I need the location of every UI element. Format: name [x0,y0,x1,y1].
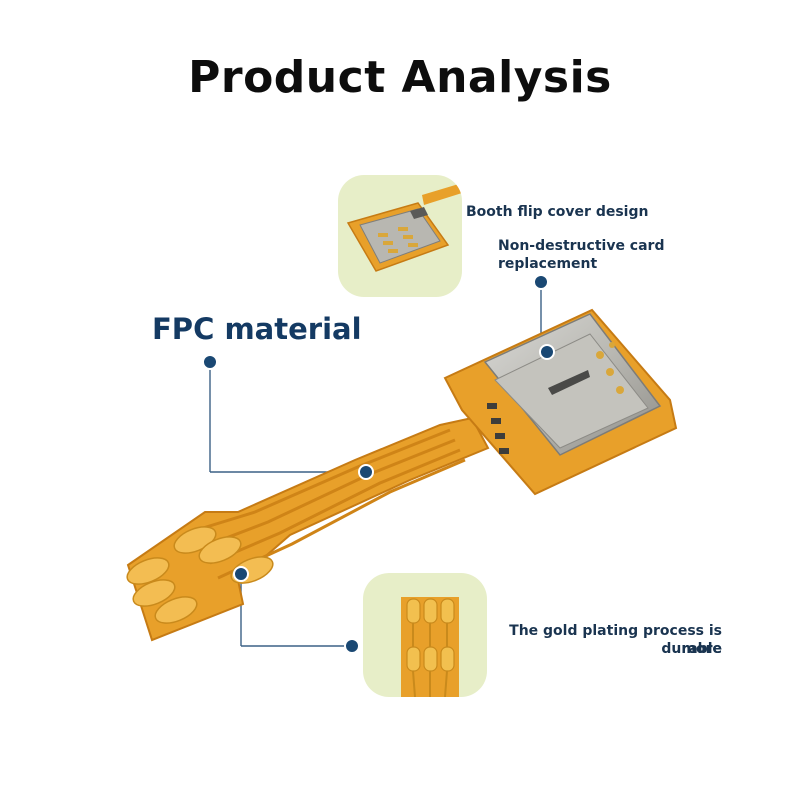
card-holder [443,308,678,496]
holder-closeup-image [346,183,462,272]
gold-pads-inset [363,573,487,697]
gold-pads-image [401,597,459,697]
label-gold-plating-line1: The gold plating process is more [509,623,722,657]
label-non-destructive: Non-destructive card replacement [498,238,665,272]
page-title: Product Analysis [188,52,612,103]
label-gold-plating-line2: durable [661,641,722,657]
label-fpc-material: FPC material [152,312,362,346]
holder-closeup-inset [338,175,462,297]
callout-dots [202,274,555,654]
fpc-ribbon [126,416,490,642]
label-booth-flip-cover: Booth flip cover design [466,204,649,220]
